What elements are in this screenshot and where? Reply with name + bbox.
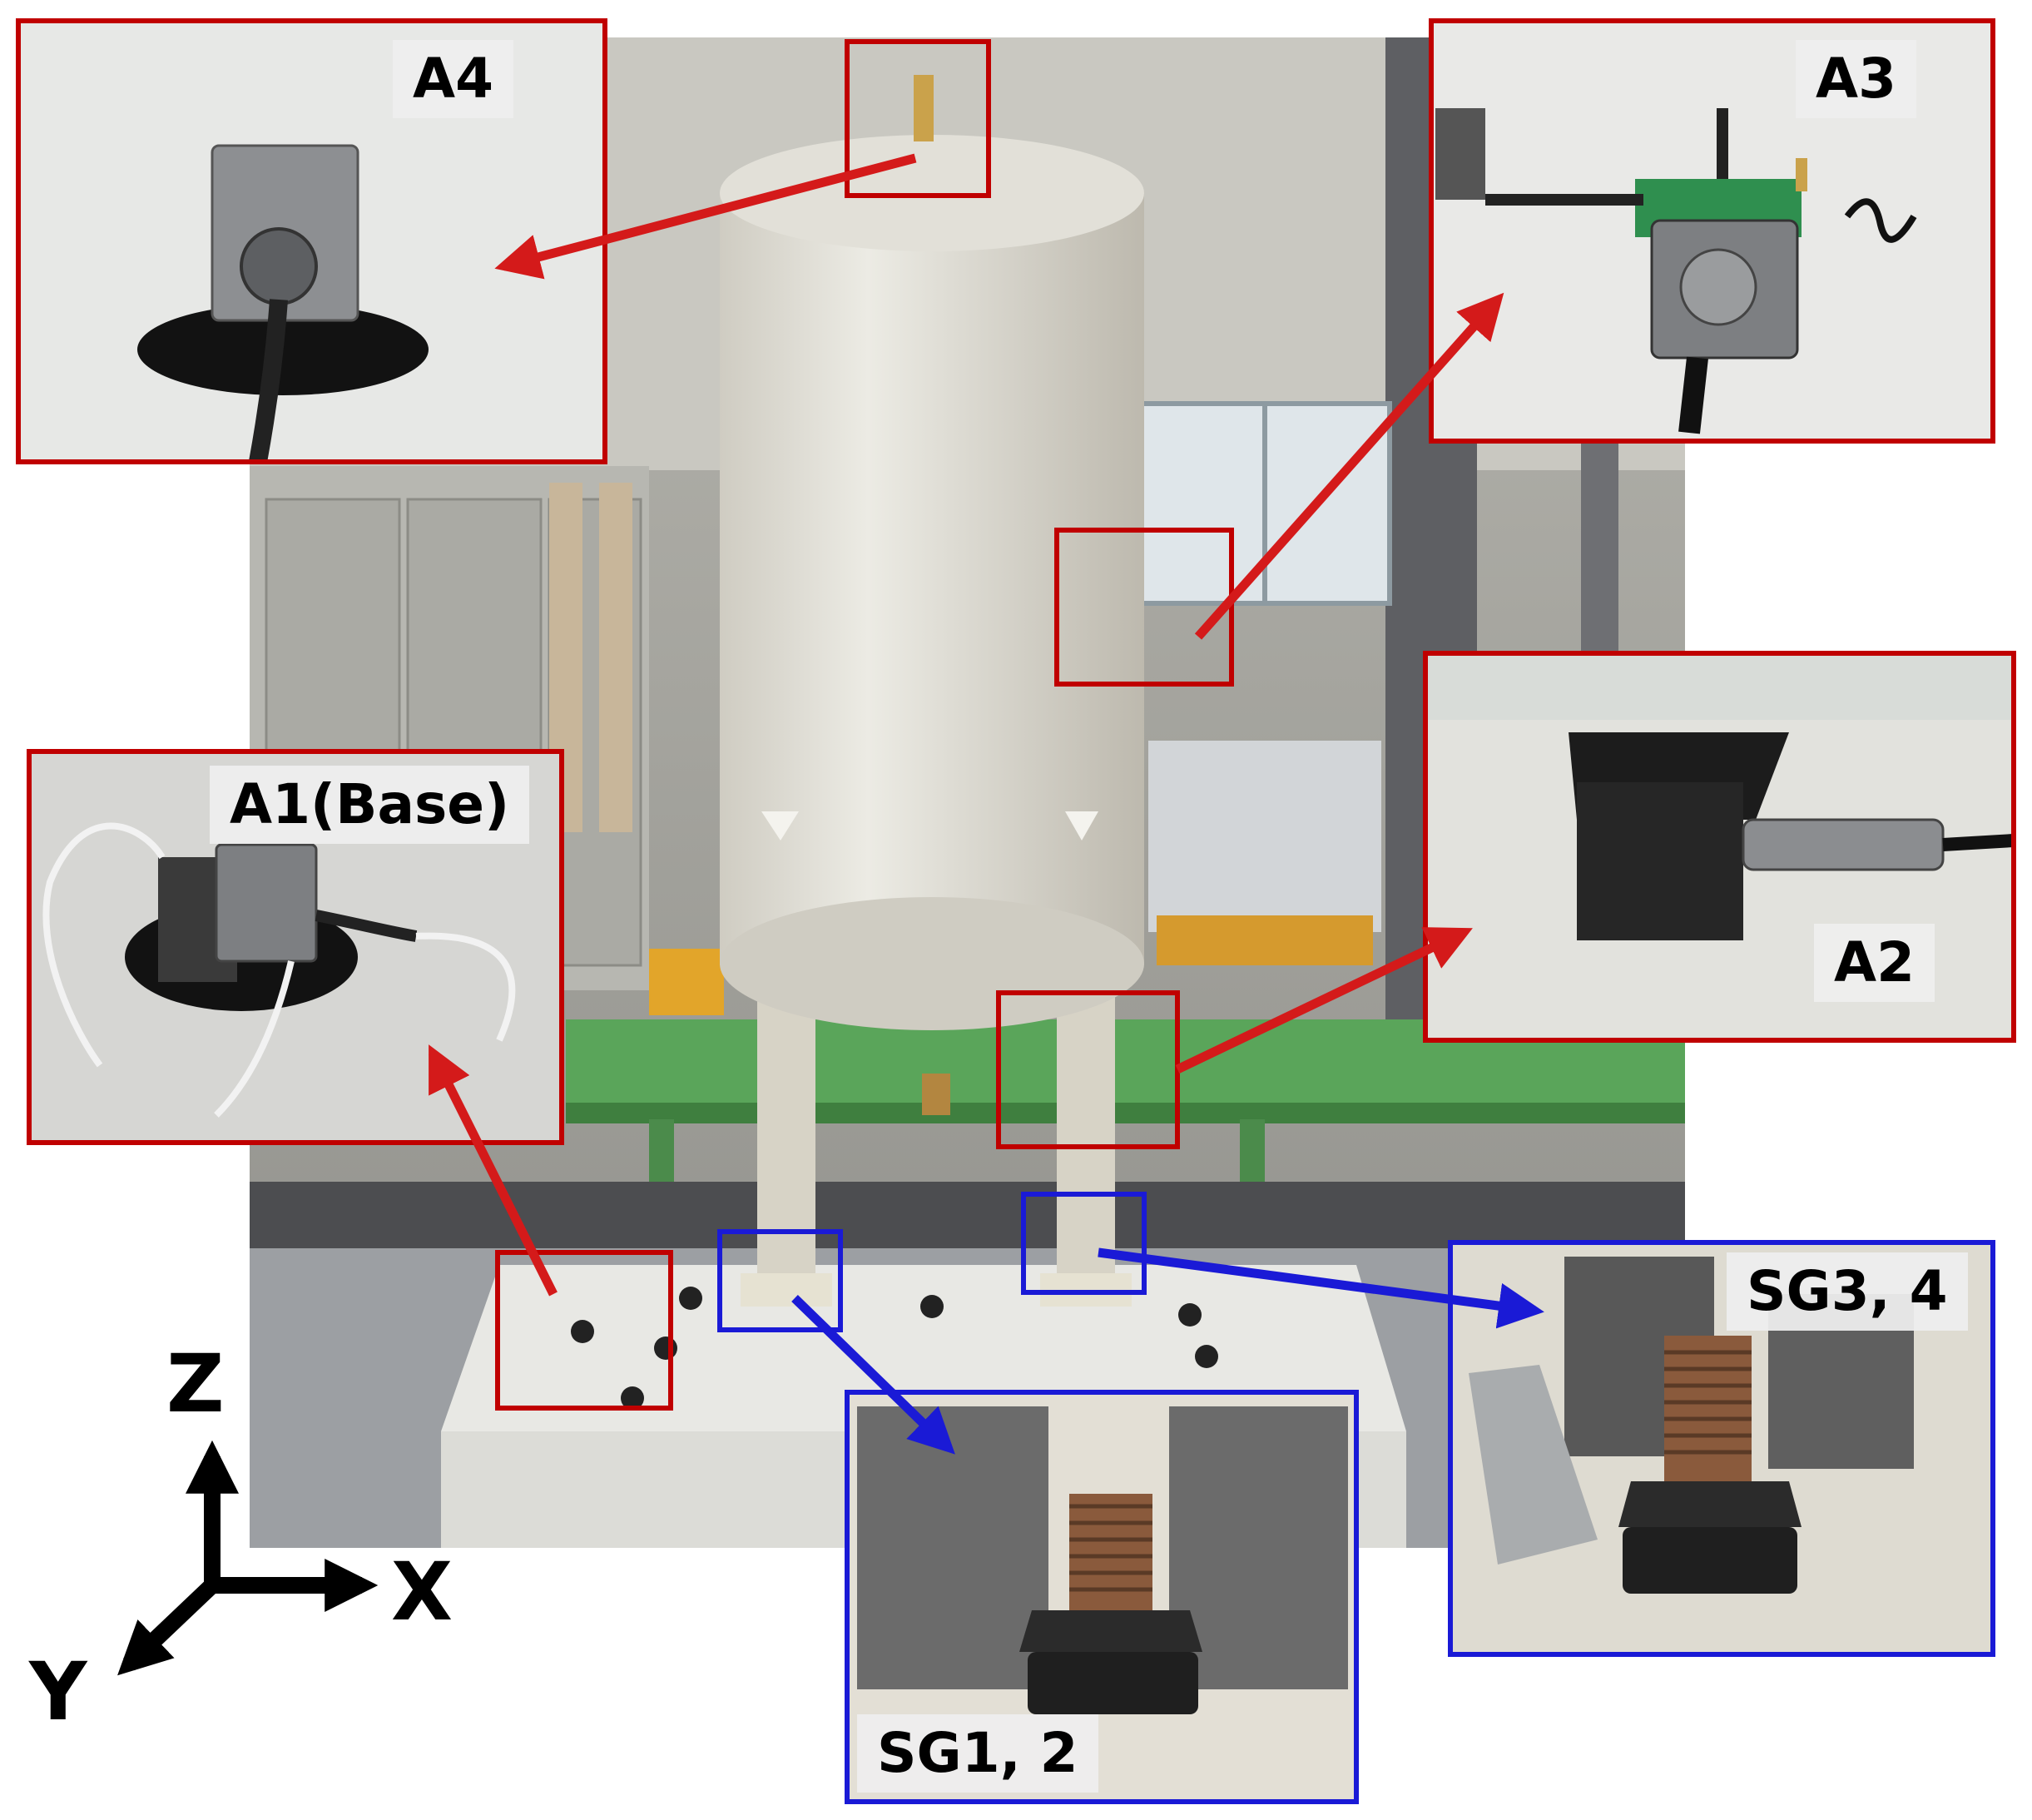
axis-label-z: Z bbox=[166, 1337, 225, 1431]
label-a2: A2 bbox=[1814, 924, 1935, 1002]
label-sg12: SG1, 2 bbox=[857, 1714, 1098, 1793]
label-a1-base: A1(Base) bbox=[210, 766, 530, 844]
inset-a4 bbox=[16, 18, 607, 464]
inset-a2 bbox=[1423, 651, 2016, 1043]
axis-label-y: Y bbox=[29, 1645, 87, 1738]
sg34-marker-box bbox=[1021, 1192, 1147, 1295]
coordinate-axes bbox=[117, 1440, 379, 1676]
a4-arrow bbox=[494, 153, 917, 280]
a2-arrow bbox=[1175, 927, 1473, 1074]
y-axis-arrow bbox=[117, 1579, 218, 1676]
label-a3: A3 bbox=[1796, 40, 1917, 118]
a4-marker-box bbox=[845, 39, 991, 198]
label-sg34: SG3, 4 bbox=[1727, 1252, 1968, 1331]
a3-arrow bbox=[1194, 292, 1504, 640]
a3-marker-box bbox=[1054, 528, 1234, 687]
label-a4: A4 bbox=[393, 40, 514, 118]
a1-marker-box bbox=[495, 1250, 673, 1411]
sg12-arrow bbox=[791, 1295, 955, 1455]
axis-label-x: X bbox=[391, 1545, 453, 1639]
sg34-arrow bbox=[1098, 1247, 1544, 1329]
sg12-marker-box bbox=[717, 1229, 843, 1332]
a2-marker-box bbox=[996, 990, 1180, 1149]
a1-arrow bbox=[429, 1044, 558, 1297]
